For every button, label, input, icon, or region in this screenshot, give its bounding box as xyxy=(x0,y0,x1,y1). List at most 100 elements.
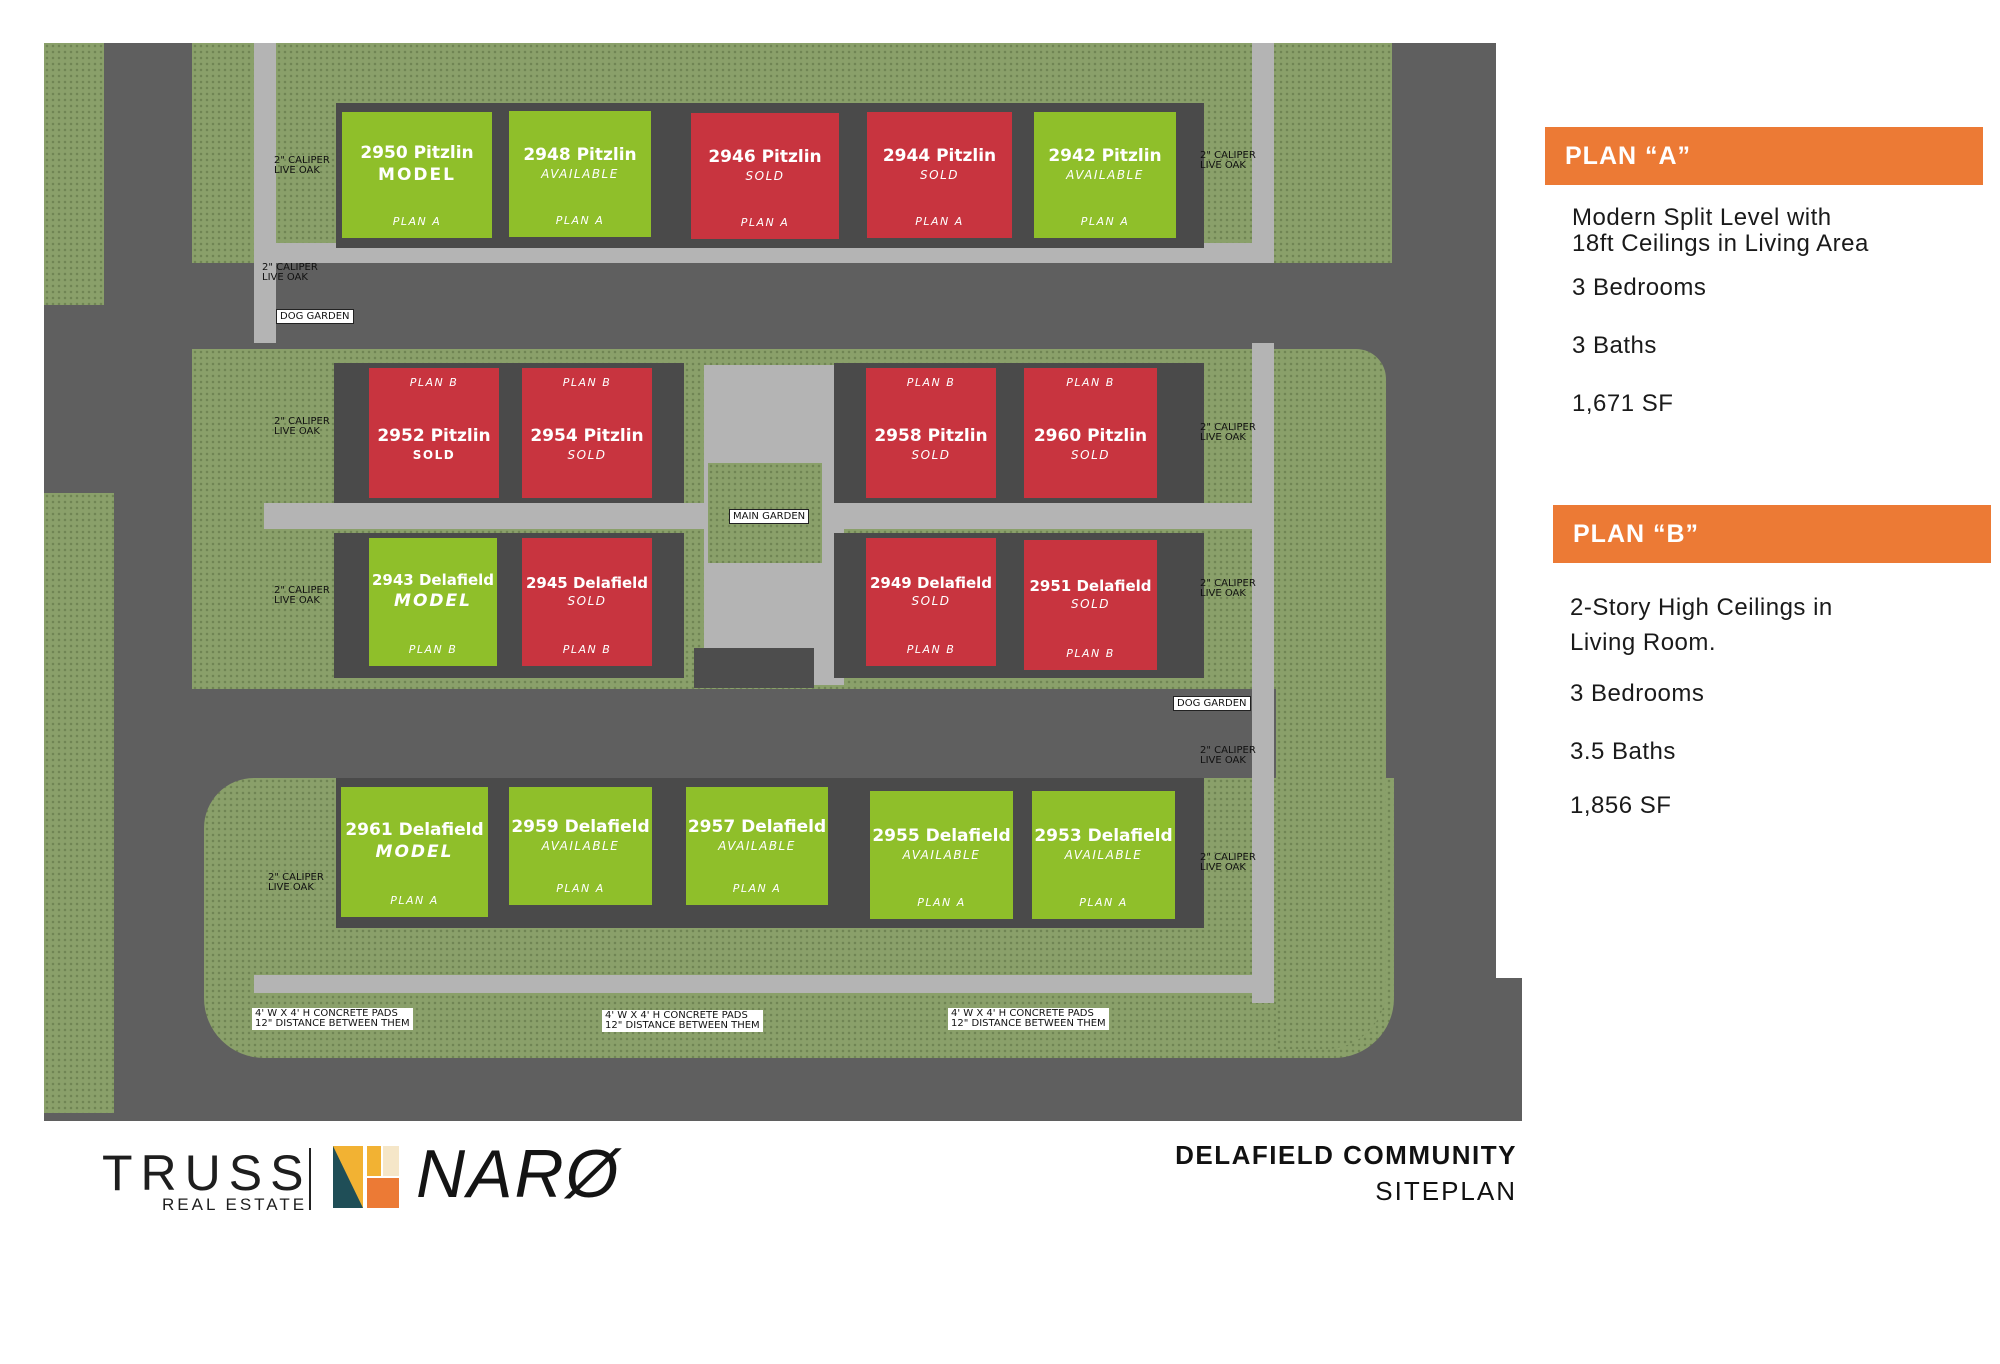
house-2949-delafield[interactable]: 2949 Delafield SOLD PLAN B xyxy=(866,538,996,666)
house-plan: PLAN B xyxy=(1066,376,1115,389)
house-address: 2943 Delafield xyxy=(371,570,495,589)
plan-a-header: PLAN “A” xyxy=(1545,127,1983,185)
house-address: 2945 Delafield xyxy=(525,573,649,592)
house-plan: PLAN A xyxy=(555,214,605,227)
house-plan: PLAN B xyxy=(1066,647,1115,660)
house-plan: PLAN A xyxy=(732,882,782,895)
house-plan: PLAN A xyxy=(1080,215,1130,228)
house-2948-pitzlin[interactable]: 2948 Pitzlin AVAILABLE PLAN A xyxy=(509,111,651,237)
plan-b-bedrooms: 3 Bedrooms xyxy=(1570,680,1705,707)
house-status: MODEL xyxy=(378,164,456,185)
house-2952-pitzlin[interactable]: PLAN B 2952 Pitzlin SOLD xyxy=(369,368,499,498)
house-plan: PLAN A xyxy=(392,215,442,228)
plan-a-baths: 3 Baths xyxy=(1572,332,1657,359)
house-2950-pitzlin[interactable]: 2950 Pitzlin MODEL PLAN A xyxy=(342,112,492,238)
house-plan: PLAN A xyxy=(917,896,966,909)
house-address: 2955 Delafield xyxy=(872,825,1011,846)
logo-divider xyxy=(309,1148,311,1210)
plan-b-baths: 3.5 Baths xyxy=(1570,738,1676,765)
house-status: AVAILABLE xyxy=(718,838,796,853)
house-2953-delafield[interactable]: 2953 Delafield AVAILABLE PLAN A xyxy=(1032,791,1175,919)
house-2942-pitzlin[interactable]: 2942 Pitzlin AVAILABLE PLAN A xyxy=(1034,112,1176,238)
site-map: 2950 Pitzlin MODEL PLAN A 2948 Pitzlin A… xyxy=(44,43,1522,1121)
dog-garden-label: DOG GARDEN xyxy=(1173,696,1251,711)
house-address: 2949 Delafield xyxy=(869,573,993,592)
house-status: SOLD xyxy=(412,447,456,462)
house-2959-delafield[interactable]: 2959 Delafield AVAILABLE PLAN A xyxy=(509,787,652,905)
house-2944-pitzlin[interactable]: 2944 Pitzlin SOLD PLAN A xyxy=(867,112,1012,238)
house-address: 2942 Pitzlin xyxy=(1048,145,1162,166)
house-address: 2958 Pitzlin xyxy=(874,425,988,446)
house-status: MODEL xyxy=(375,841,454,862)
house-plan: PLAN A xyxy=(740,216,790,229)
sidewalk xyxy=(1252,43,1274,263)
house-status: MODEL xyxy=(394,590,472,611)
house-address: 2951 Delafield xyxy=(1029,576,1152,595)
house-plan: PLAN B xyxy=(409,376,459,389)
house-2943-delafield[interactable]: 2943 Delafield MODEL PLAN B xyxy=(369,538,497,666)
house-status: SOLD xyxy=(911,593,951,608)
house-plan: PLAN B xyxy=(562,376,612,389)
house-plan: PLAN A xyxy=(556,882,605,895)
house-plan: PLAN B xyxy=(906,643,956,656)
house-2958-pitzlin[interactable]: PLAN B 2958 Pitzlin SOLD xyxy=(866,368,996,498)
house-2945-delafield[interactable]: 2945 Delafield SOLD PLAN B xyxy=(522,538,652,666)
house-plan: PLAN A xyxy=(915,215,964,228)
house-address: 2952 Pitzlin xyxy=(377,425,491,446)
sidewalk xyxy=(1252,343,1274,1003)
house-2960-pitzlin[interactable]: PLAN B 2960 Pitzlin SOLD xyxy=(1024,368,1157,498)
house-2955-delafield[interactable]: 2955 Delafield AVAILABLE PLAN A xyxy=(870,791,1013,919)
house-address: 2944 Pitzlin xyxy=(882,145,997,166)
house-plan: PLAN A xyxy=(1079,896,1128,909)
house-address: 2954 Pitzlin xyxy=(530,425,644,446)
house-status: SOLD xyxy=(567,447,607,462)
plan-b-sqft: 1,856 SF xyxy=(1570,792,1672,819)
plan-b-header: PLAN “B” xyxy=(1553,505,1991,563)
sidewalk xyxy=(254,243,1274,263)
house-status: AVAILABLE xyxy=(1064,847,1143,862)
plan-a-sqft: 1,671 SF xyxy=(1572,390,1674,417)
truss-logo-subtitle: REAL ESTATE xyxy=(162,1195,308,1214)
house-2946-pitzlin[interactable]: 2946 Pitzlin SOLD PLAN A xyxy=(691,113,839,239)
house-2957-delafield[interactable]: 2957 Delafield AVAILABLE PLAN A xyxy=(686,787,828,905)
naro-logo: NARØ xyxy=(416,1136,621,1212)
house-2961-delafield[interactable]: 2961 Delafield MODEL PLAN A xyxy=(341,787,488,917)
plan-a-bedrooms: 3 Bedrooms xyxy=(1572,274,1707,301)
house-address: 2957 Delafield xyxy=(687,816,827,837)
house-plan: PLAN B xyxy=(408,643,458,656)
house-2951-delafield[interactable]: 2951 Delafield SOLD PLAN B xyxy=(1024,540,1157,670)
house-status: SOLD xyxy=(567,593,607,608)
house-address: 2960 Pitzlin xyxy=(1033,425,1148,446)
house-address: 2959 Delafield xyxy=(511,816,650,837)
house-address: 2950 Pitzlin xyxy=(360,142,474,163)
house-2954-pitzlin[interactable]: PLAN B 2954 Pitzlin SOLD xyxy=(522,368,652,498)
house-status: SOLD xyxy=(920,167,959,182)
sidewalk xyxy=(254,975,1254,993)
house-plan: PLAN B xyxy=(562,643,612,656)
house-status: SOLD xyxy=(1071,596,1110,611)
page-title: DELAFIELD COMMUNITY xyxy=(1175,1140,1517,1170)
house-status: AVAILABLE xyxy=(902,847,981,862)
page-subtitle: SITEPLAN xyxy=(1375,1176,1517,1206)
house-status: AVAILABLE xyxy=(541,838,620,853)
house-status: AVAILABLE xyxy=(541,166,619,181)
truss-logo: TRUSS xyxy=(102,1145,312,1201)
house-plan: PLAN A xyxy=(390,894,439,907)
plaza-entry xyxy=(694,648,814,688)
sidewalk xyxy=(254,43,276,343)
grass-area xyxy=(1276,349,1386,1049)
house-plan: PLAN B xyxy=(906,376,956,389)
naro-mark-icon xyxy=(333,1146,399,1208)
